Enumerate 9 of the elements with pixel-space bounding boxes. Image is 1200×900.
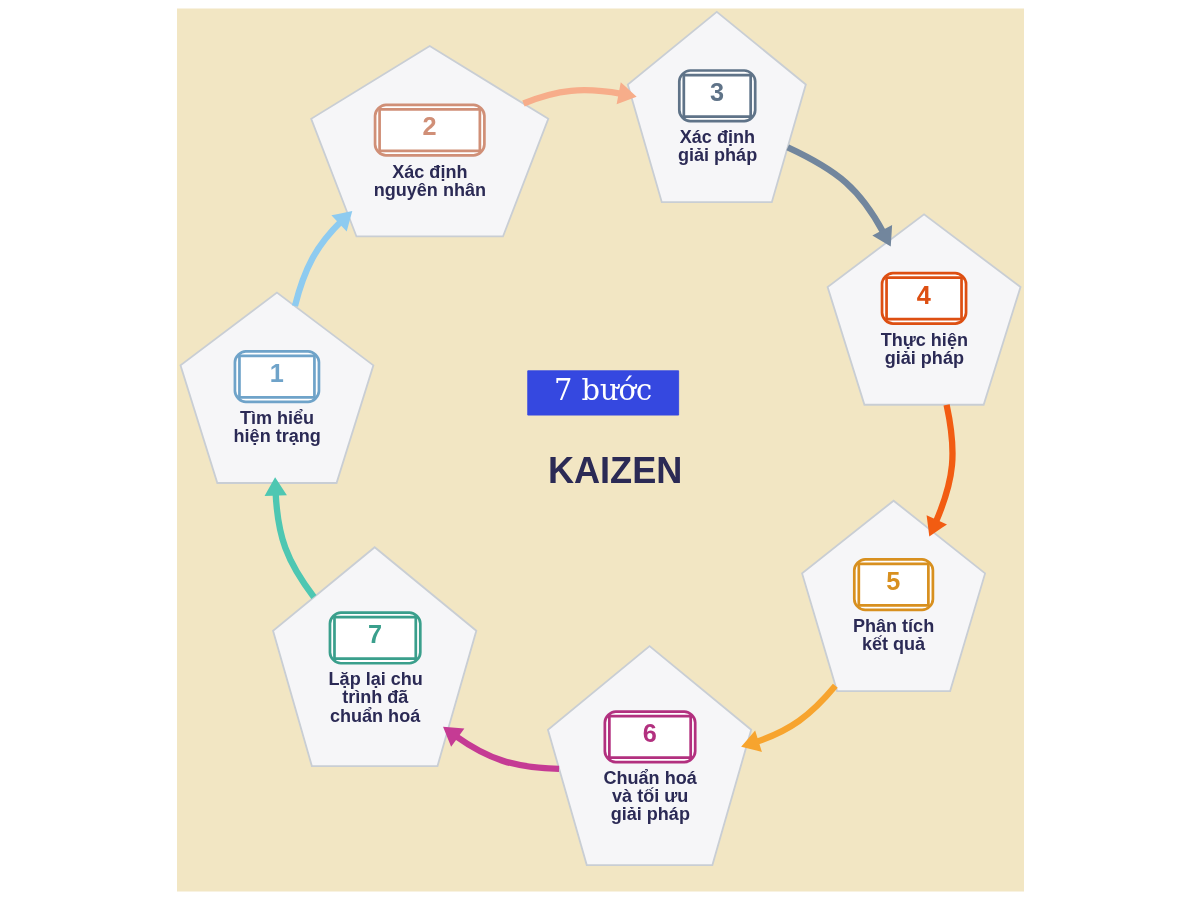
label: KAIZEN: [547, 449, 682, 491]
arrow: [785, 144, 892, 247]
arrow: [926, 404, 956, 537]
arrow: [264, 477, 316, 599]
arrow: [521, 82, 637, 107]
arrow: [740, 683, 838, 752]
arrow: [291, 210, 352, 307]
arrow: [442, 726, 559, 773]
node-box: 7 bước: [526, 370, 679, 416]
